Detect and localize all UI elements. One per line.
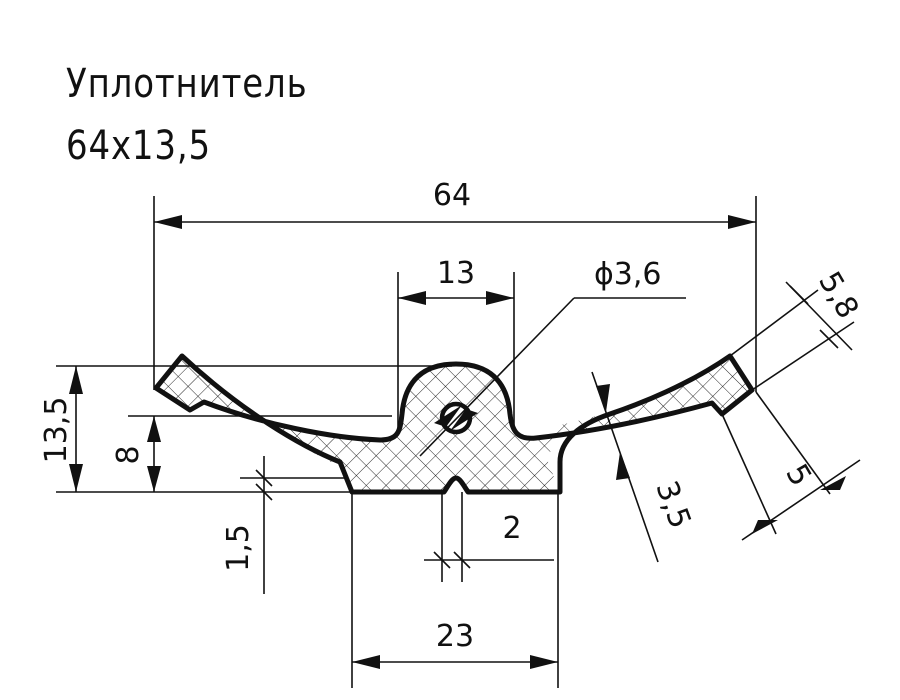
dim-step-height: 1,5: [221, 456, 346, 594]
dim-height-inner-label: 8: [111, 445, 146, 464]
dim-hole-diameter-label: ϕ3,6: [594, 257, 662, 292]
dim-groove-width: 2: [424, 492, 554, 582]
dim-height-total: 13,5: [39, 365, 452, 493]
seal-profile: [153, 353, 755, 495]
dim-hole-diameter: ϕ3,6: [419, 257, 686, 457]
dim-end-width-label: 5: [778, 458, 818, 492]
dim-center-width: 13: [397, 256, 515, 428]
dim-base-width-label: 23: [436, 619, 474, 654]
dim-overall-width: 64: [153, 178, 757, 392]
dim-groove-width-label: 2: [502, 511, 521, 546]
profile-outline: [153, 353, 755, 495]
dim-wall-thickness-label: 3,5: [648, 476, 697, 533]
dim-lip-width: 5,8: [729, 266, 865, 391]
dim-center-width-label: 13: [437, 256, 475, 291]
dim-step-height-label: 1,5: [221, 524, 256, 572]
dim-end-width: 5: [721, 391, 861, 541]
dim-overall-width-label: 64: [433, 178, 471, 213]
title-name: Уплотнитель: [66, 61, 308, 107]
title-size: 64х13,5: [66, 123, 212, 169]
dim-height-inner: 8: [111, 415, 392, 492]
dim-height-total-label: 13,5: [39, 397, 74, 464]
dim-base-width: 23: [351, 492, 559, 688]
